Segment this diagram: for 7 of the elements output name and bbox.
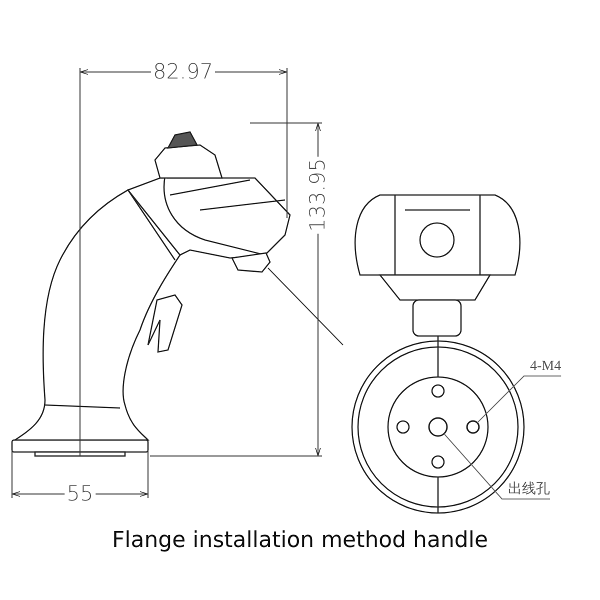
callout-label: 出线孔 (508, 483, 550, 497)
mounting-hole (466, 420, 480, 434)
leader-line (476, 376, 562, 424)
caption: Flange installation method handle (112, 530, 488, 552)
leader-line (444, 433, 550, 500)
callout-label: 4-M4 (530, 360, 562, 374)
cable-hole (428, 417, 448, 437)
